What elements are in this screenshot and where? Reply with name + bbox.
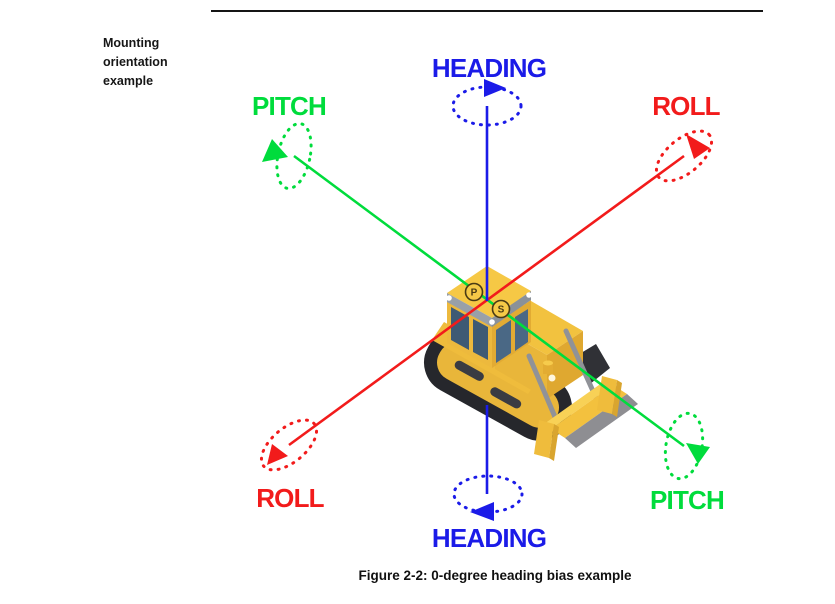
cab-window [496, 320, 511, 363]
cab-window [473, 319, 488, 360]
blade-arm-left [526, 353, 561, 427]
cab-window [515, 309, 528, 351]
pitch-rotation-arrow-top [262, 139, 288, 162]
margin-note-line: orientation [103, 55, 168, 69]
port-marker-letter: P [471, 288, 478, 299]
pitch-rotation-arrow-bottom [686, 443, 710, 464]
heading-label-top: HEADING [432, 53, 546, 83]
pitch-axis-line [293, 154, 685, 448]
roll-rotation-arrow-top [686, 134, 710, 159]
figure-caption: Figure 2-2: 0-degree heading bias exampl… [358, 568, 632, 583]
roof-trim-left [447, 293, 492, 327]
header-rule [211, 10, 763, 12]
hydraulic-mount-top [543, 360, 553, 366]
pitch-label-bottom-right: PITCH [650, 485, 724, 515]
margin-note-line: example [103, 74, 154, 88]
bulldozer-illustration [424, 266, 638, 461]
track-slot [490, 387, 522, 409]
blade-cutting-edge [565, 394, 638, 448]
blade-post-left [534, 420, 554, 458]
body-hole [548, 374, 556, 382]
track-slot [454, 360, 484, 381]
blade-top-flange [544, 380, 613, 429]
heading-label-bottom: HEADING [432, 523, 546, 553]
roll-rotation-ellipse-bottom [259, 418, 319, 472]
right-track [576, 344, 610, 384]
heading-rotation-arrow-top [484, 79, 506, 97]
roll-rotation-ellipse-top [654, 129, 714, 183]
starboard-marker: S [491, 299, 511, 319]
margin-note: Mounting orientation example [103, 34, 168, 91]
roll-rotation-arrow-bottom [267, 444, 288, 465]
heading-rotation-arrow-bottom [470, 502, 494, 521]
roof-light [446, 295, 452, 301]
blade-post-right-shade [612, 380, 622, 417]
port-marker: P [464, 282, 484, 302]
cab-roof [447, 266, 531, 318]
blade-post-left-shade [549, 424, 559, 461]
hydraulic-mount [543, 363, 553, 374]
starboard-marker-letter: S [498, 305, 505, 316]
roof-light [526, 292, 532, 298]
roof-light [489, 319, 495, 325]
pitch-label-top-left: PITCH [252, 91, 326, 121]
roll-label-top-right: ROLL [652, 91, 720, 121]
blade-arm-right [563, 328, 600, 403]
margin-note-line: Mounting [103, 36, 160, 50]
roll-label-bottom-left: ROLL [256, 483, 324, 513]
